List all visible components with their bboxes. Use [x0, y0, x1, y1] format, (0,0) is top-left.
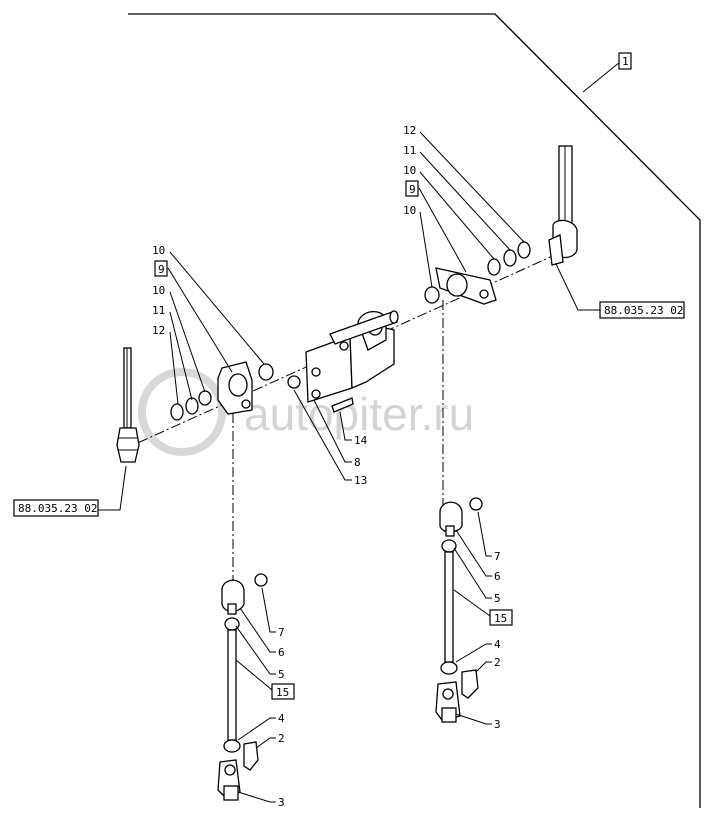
callout-13: 13: [354, 474, 367, 487]
callout-2-left: 2: [278, 732, 285, 745]
callout-4-right: 4: [494, 638, 501, 651]
ref-right-box-group: 88.035.23 02: [555, 263, 685, 319]
callout-2-right: 2: [494, 656, 501, 669]
leader-13: [293, 389, 352, 481]
leader-14: [339, 411, 352, 441]
leader-11-left: [169, 311, 193, 401]
ref-left-box-group: 88.035.23 02: [13, 465, 127, 517]
callout-11-left: 11: [152, 304, 165, 317]
left-nut: [170, 403, 184, 421]
leader-3-right: [455, 713, 492, 725]
leader-10-right: [419, 171, 495, 260]
callout-15-left: 15: [276, 686, 289, 699]
right-linkage: [435, 497, 483, 723]
leader-6-left: [239, 607, 276, 653]
ref-left-box: [13, 499, 99, 517]
callout-12-right: 12: [403, 124, 416, 137]
callout-10-left: 10: [152, 284, 165, 297]
leader-10-left: [169, 291, 206, 393]
right-washer: [487, 258, 501, 276]
box-9-right: [405, 180, 419, 197]
leader-8: [313, 399, 352, 463]
leader-4-right: [455, 643, 492, 663]
left-cable-end: [116, 347, 140, 463]
ref-left-label: 88.035.23 02: [18, 502, 97, 515]
right-cable-end: [548, 145, 578, 266]
leader-10-right-lower: [419, 211, 433, 288]
leader-9-right: [418, 187, 467, 273]
callout-5-left: 5: [278, 668, 285, 681]
center-support: [305, 310, 399, 403]
main-ref-box: [618, 52, 632, 70]
callout-5-right: 5: [494, 592, 501, 605]
leader-main-ref: [582, 61, 621, 93]
left-lever-bracket: [217, 361, 253, 415]
box-15-left: [271, 683, 295, 700]
callout-8: 8: [354, 456, 361, 469]
right-bushing: [424, 286, 440, 304]
group-bracket-line: [128, 13, 701, 808]
box-9-left: [154, 260, 168, 277]
leader-12-right: [419, 131, 525, 243]
right-spring-washer: [503, 249, 517, 267]
leader-12-left: [169, 331, 179, 405]
box-15-right: [489, 609, 513, 626]
callout-10-top-left: 10: [152, 244, 165, 257]
left-linkage: [217, 573, 268, 801]
leader-11-right: [419, 151, 511, 251]
leader-9-left: [167, 267, 233, 373]
main-ref-label: 1: [622, 55, 629, 68]
callout-9-right: 9: [409, 183, 416, 196]
callout-7-left: 7: [278, 626, 285, 639]
leader-4-left: [237, 717, 276, 741]
callout-12-left: 12: [152, 324, 165, 337]
watermark-text: autopiter.ru: [244, 388, 474, 440]
callout-6-right: 6: [494, 570, 501, 583]
left-washer: [198, 390, 212, 406]
leader-15-right: [453, 589, 491, 617]
ref-right-box: [599, 301, 685, 319]
leader-5-right: [453, 547, 492, 599]
leader-3-left: [237, 791, 276, 803]
leader-7-right: [477, 511, 492, 557]
callout-11-right: 11: [403, 144, 416, 157]
leader-7-left: [261, 587, 276, 633]
callout-10-right-lower: 10: [403, 204, 416, 217]
callout-10-right: 10: [403, 164, 416, 177]
leader-2-right: [475, 661, 492, 673]
bolt: [331, 397, 354, 413]
right-lever-bracket: [435, 267, 497, 305]
right-nut: [517, 241, 531, 259]
callout-6-left: 6: [278, 646, 285, 659]
callout-3-right: 3: [494, 718, 501, 731]
leader-2-left: [255, 737, 276, 749]
callout-4-left: 4: [278, 712, 285, 725]
center-nut: [287, 375, 301, 389]
leader-10-top-left: [169, 251, 265, 365]
leader-5-left: [235, 625, 276, 675]
callout-9-left: 9: [158, 263, 165, 276]
callout-15-right: 15: [494, 612, 507, 625]
left-bushing: [258, 363, 274, 381]
leader-6-right: [455, 529, 492, 577]
left-spring-washer: [185, 397, 199, 415]
ref-right-label: 88.035.23 02: [604, 304, 683, 317]
callout-7-right: 7: [494, 550, 501, 563]
callout-14: 14: [354, 434, 368, 447]
callout-3-left: 3: [278, 796, 285, 809]
watermark: autopiter.ru: [138, 368, 474, 456]
leader-15-left: [235, 659, 273, 691]
